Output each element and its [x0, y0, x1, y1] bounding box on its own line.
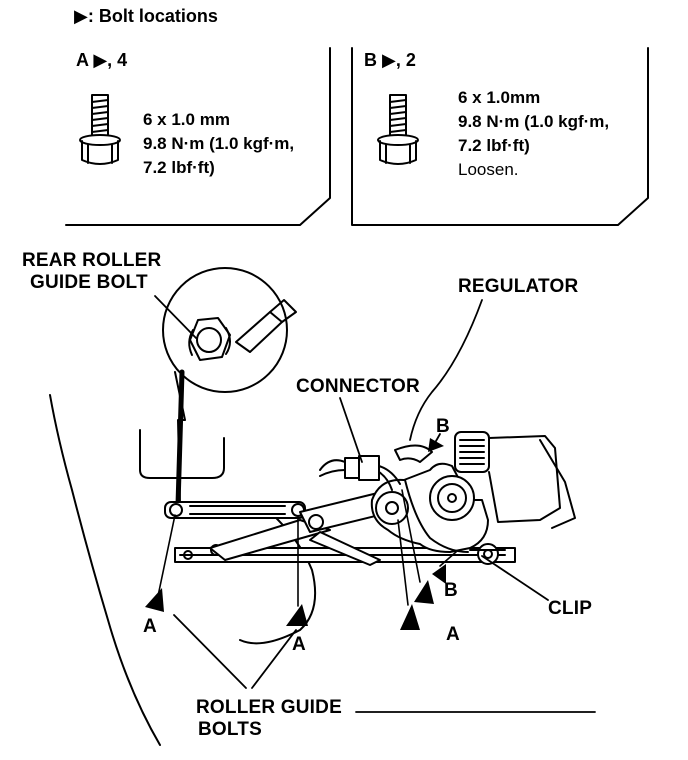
arrow-a-right-icon: [400, 604, 420, 630]
regulator-assembly: [370, 431, 576, 553]
callout-line: REAR ROLLER: [22, 250, 162, 271]
panel-a-spec-line: 6 x 1.0 mm: [143, 110, 230, 129]
clip-part: [469, 543, 506, 565]
marker-a-mid: A: [292, 634, 306, 655]
arrow-b-top-icon: [428, 438, 444, 452]
door-panel-outline: [49, 394, 317, 746]
callout-rear-roller-guide-bolt: REAR ROLLER GUIDE BOLT: [22, 250, 161, 294]
marker-a-left: A: [143, 616, 157, 637]
bolt-a-icon: [79, 94, 121, 165]
callout-clip: CLIP: [548, 598, 593, 619]
guide-rail: [164, 501, 306, 519]
arrow-b-bottom-icon: [432, 564, 446, 584]
marker-a-right: A: [446, 624, 460, 645]
panel-a-frame: [65, 47, 331, 226]
callout-line: ROLLER GUIDE: [196, 697, 342, 718]
panel-a-heading: A ▶, 4: [76, 50, 128, 70]
panel-b-spec-line: 7.2 lbf·ft): [458, 136, 530, 155]
panel-b-spec-line: Loosen.: [458, 160, 519, 179]
callout-regulator: REGULATOR: [458, 276, 579, 297]
panel-b-frame: [351, 47, 649, 226]
page-title: ▶: Bolt locations: [74, 6, 218, 26]
arrow-markers: [145, 438, 446, 630]
panel-a-spec-line: 9.8 N·m (1.0 kgf·m,: [143, 134, 295, 153]
marker-b-bottom: B: [444, 580, 458, 601]
magnified-detail-circle: [162, 267, 297, 508]
panel-b-heading: B ▶, 2: [364, 50, 416, 70]
arrow-a-right2-icon: [414, 580, 434, 604]
callout-line: GUIDE BOLT: [30, 272, 148, 293]
callout-roller-guide-bolts: ROLLER GUIDE BOLTS: [196, 697, 342, 741]
panel-b-spec-line: 6 x 1.0mm: [458, 88, 541, 107]
callout-connector: CONNECTOR: [296, 376, 420, 397]
panel-a-spec: 6 x 1.0 mm 9.8 N·m (1.0 kgf·m, 7.2 lbf·f…: [143, 108, 294, 180]
arrow-a-mid-icon: [286, 604, 308, 626]
connector-plug: [319, 455, 401, 491]
panel-a-spec-line: 7.2 lbf·ft): [143, 158, 215, 177]
arrow-a-left-icon: [145, 588, 164, 612]
panel-b-spec-line: 9.8 N·m (1.0 kgf·m,: [458, 112, 610, 131]
bolt-b-icon: [377, 94, 419, 165]
panel-b-spec: 6 x 1.0mm 9.8 N·m (1.0 kgf·m, 7.2 lbf·ft…: [458, 86, 609, 182]
marker-b-top: B: [436, 416, 450, 437]
callout-line: BOLTS: [198, 719, 262, 740]
leader-lines: [154, 295, 596, 713]
bolt-pointer-lines: [157, 489, 457, 607]
